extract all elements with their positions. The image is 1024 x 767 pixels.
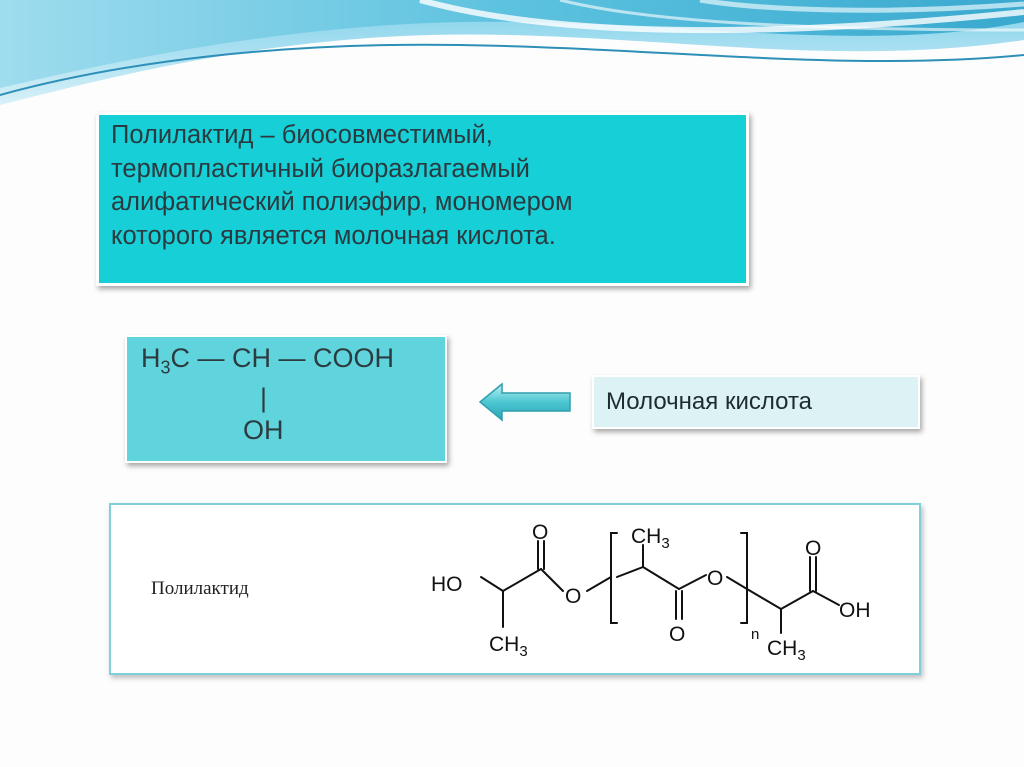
formula-hydroxyl: OH (243, 415, 284, 445)
ester-oxygen-2: O (707, 567, 723, 590)
header-wave-decoration (0, 0, 1024, 105)
polylactide-structure-box: Полилактид (109, 503, 921, 675)
repeat-index-n: n (751, 626, 759, 643)
methyl-bottom-2: CH3 (767, 637, 806, 664)
hydroxyl-left: HO (431, 573, 463, 596)
formula-main-chain: H3C — CH — COOH (141, 343, 395, 378)
polylactide-structure-diagram: HO O O CH3 O O OH CH3 O n CH3 (431, 521, 871, 664)
carbonyl-oxygen-2: O (669, 623, 685, 646)
methyl-top: CH3 (631, 525, 670, 552)
lactic-acid-label: Молочная кислота (606, 388, 813, 415)
definition-box: Полилактид – биосовместимый, термопласти… (96, 112, 749, 286)
ester-oxygen-1: O (565, 585, 581, 608)
lactic-acid-formula-box: H3C — CH — COOH | OH (125, 335, 447, 463)
methyl-bottom-1: CH3 (489, 633, 528, 660)
carbonyl-oxygen-1: O (532, 521, 548, 544)
carbonyl-oxygen-3: O (805, 537, 821, 560)
arrow-left-icon (478, 382, 571, 422)
definition-text: Полилактид – биосовместимый, термопласти… (111, 121, 573, 250)
polylactide-label: Полилактид (151, 578, 249, 599)
hydroxyl-right: OH (839, 599, 871, 622)
formula-bond: | (260, 383, 268, 413)
lactic-acid-label-box: Молочная кислота (592, 375, 920, 429)
